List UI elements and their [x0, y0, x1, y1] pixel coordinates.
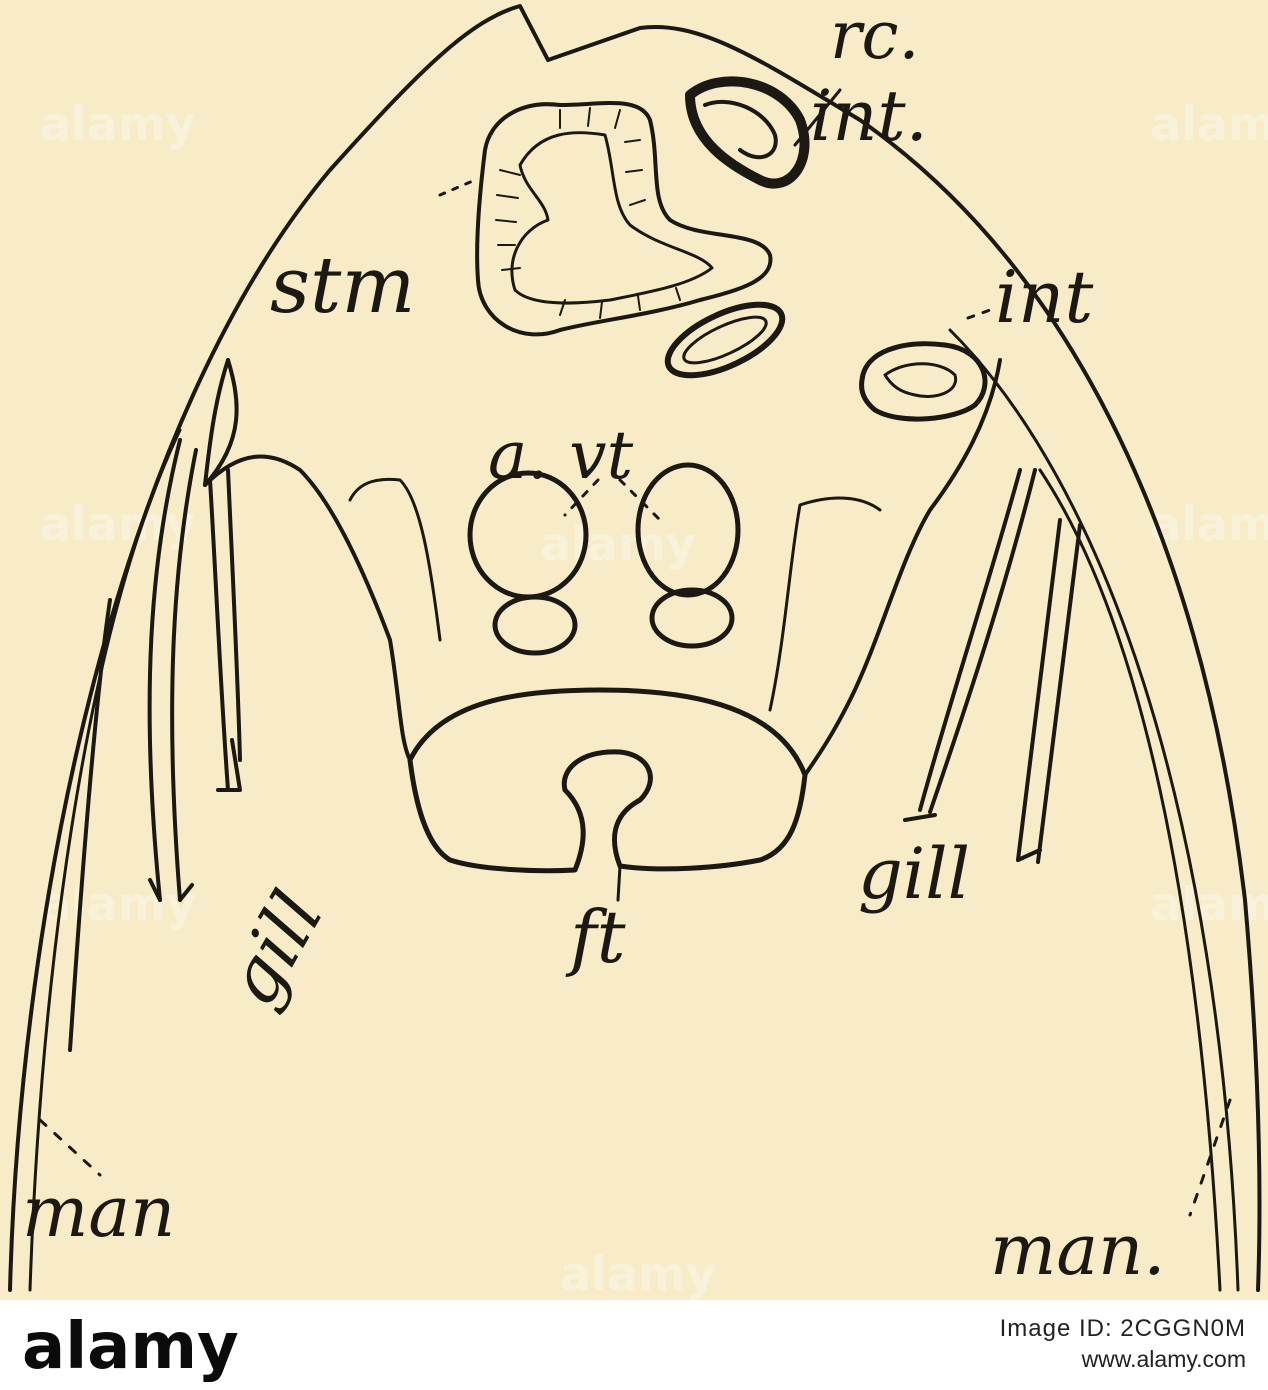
footer-meta: Image ID: 2CGGN0M www.alamy.com: [1000, 1314, 1246, 1374]
heart: [467, 462, 741, 656]
mantle-outline: [8, 4, 1262, 1292]
watermark-text: alamy: [1150, 97, 1268, 151]
mantle-inner-right: [948, 328, 1240, 1292]
cross-section-drawing: alamy alamy alamy alamy alamy alamy alam…: [8, 0, 1268, 1300]
watermark-text: alamy: [1150, 497, 1268, 551]
label-gill-right: gill: [858, 833, 970, 915]
gill-right: [903, 468, 1082, 864]
footer-bar: alamy Image ID: 2CGGN0M www.alamy.com: [0, 1300, 1268, 1390]
mantle-inner-right-2: [1038, 468, 1222, 1292]
watermark-text: alamy: [1150, 877, 1268, 931]
label-stm: stm: [270, 241, 415, 331]
watermark-text: alamy: [40, 497, 196, 551]
leader-lines: [38, 88, 1232, 1217]
watermark-text: alamy: [40, 97, 196, 151]
auricle-right: [635, 462, 741, 598]
image-id-text: Image ID: 2CGGN0M: [999, 1315, 1246, 1342]
stomach: [475, 101, 773, 337]
logo-text: alamy: [22, 1310, 239, 1382]
watermark-text: alamy: [40, 877, 196, 931]
site-url-text: www.alamy.com: [1081, 1346, 1246, 1372]
label-ft: ft: [565, 895, 627, 979]
label-a-vt: a. vt: [488, 417, 634, 494]
watermark-layer: alamy alamy alamy alamy alamy alamy alam…: [40, 97, 1268, 1300]
watermark-text: alamy: [560, 1247, 716, 1300]
foot: [407, 687, 808, 902]
ventricle-right: [649, 587, 735, 649]
visceral-mass: [203, 358, 1002, 777]
intestine-right: [859, 341, 988, 422]
label-man-right: man.: [990, 1209, 1165, 1291]
alamy-logo: alamy: [22, 1310, 239, 1382]
label-man-left: man: [22, 1171, 175, 1253]
mantle-inner-left: [28, 428, 182, 1292]
intestine-upper: [685, 76, 810, 189]
label-int-right: int: [995, 255, 1094, 339]
diagram-figure: alamy alamy alamy alamy alamy alamy alam…: [0, 0, 1268, 1300]
watermark-text: alamy: [540, 517, 696, 571]
gill-left: [68, 438, 242, 1052]
label-rc: rc.: [830, 0, 920, 74]
ventricle-left: [492, 594, 578, 656]
label-gill-left: gill: [209, 877, 339, 1019]
label-int-top: int.: [810, 75, 928, 157]
intestine-middle: [664, 301, 786, 379]
